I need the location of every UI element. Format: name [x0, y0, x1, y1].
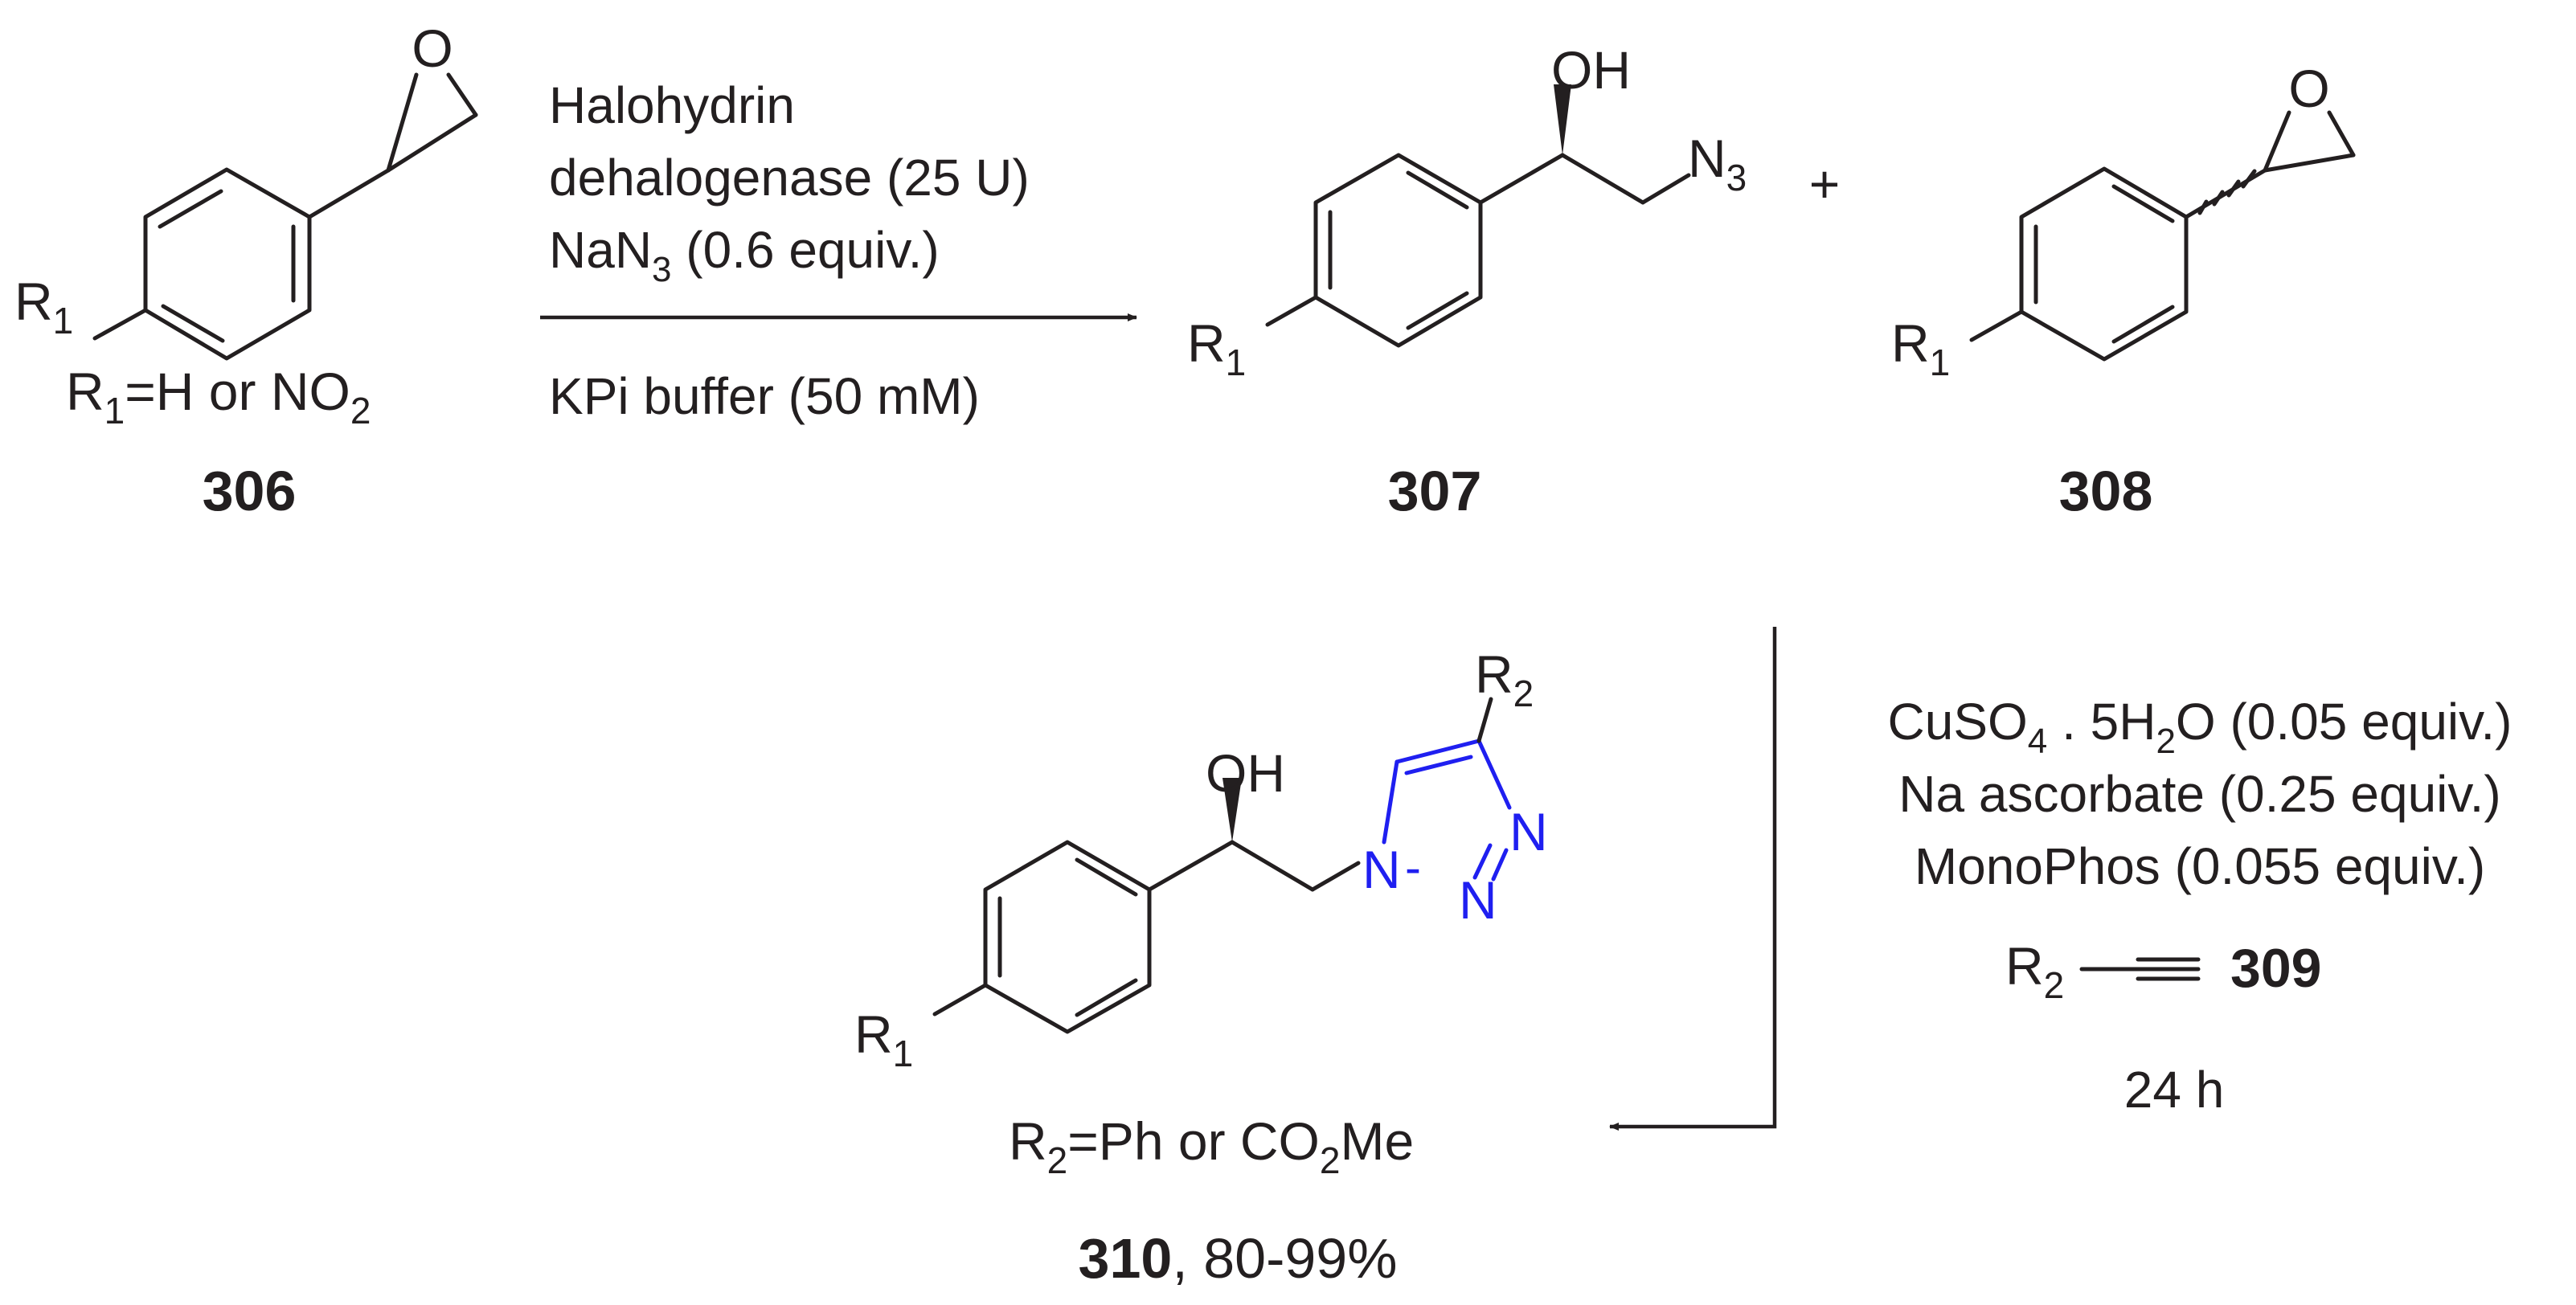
- r2-label-310: R2: [1475, 644, 1534, 714]
- compound-number-310-with-yield: 310, 80-99%: [1079, 1227, 1398, 1290]
- step1-condition-line2: dehalogenase (25 U): [549, 149, 1030, 207]
- step2-condition-line1: CuSO4 . 5H2O (0.05 equiv.): [1888, 693, 2513, 761]
- bond-ring-to-carbinol-310: [1147, 840, 1235, 892]
- benzene-ring-310: [983, 840, 1152, 1034]
- bond-ring-to-r1-308: [1969, 309, 2024, 342]
- bond-ring-to-epoxide-308: [2184, 168, 2267, 219]
- bond-ch2-to-azide-307: [1640, 173, 1691, 205]
- alkyne-reagent-309: R2 309: [2005, 936, 2321, 1006]
- bond-ring-to-r1-307: [1265, 295, 1318, 327]
- epoxide-oxygen-308: O: [2288, 59, 2329, 118]
- hashed-wedge-308: [2197, 169, 2257, 215]
- plus-sign: +: [1809, 154, 1841, 214]
- epoxide-oxygen-306: O: [412, 18, 453, 78]
- bond-carbinol-to-ch2-307: [1560, 153, 1645, 205]
- step1-condition-line3: NaN3 (0.6 equiv.): [549, 221, 940, 289]
- triazole-n3-label: N: [1509, 802, 1548, 861]
- benzene-ring-307: [1313, 153, 1483, 348]
- hydroxyl-label-307: OH: [1551, 40, 1631, 100]
- step1-condition-line1: Halohydrin: [549, 76, 795, 134]
- reaction-step-1: Halohydrin dehalogenase (25 U) NaN3 (0.6…: [540, 76, 1137, 425]
- triazole-dash: -: [1405, 841, 1421, 894]
- bond-ring-to-r1-310: [932, 983, 988, 1017]
- step2-time: 24 h: [2124, 1061, 2225, 1119]
- substituent-definition-306: R1=H or NO2: [66, 362, 371, 432]
- wedge-bond-oh-307: [1554, 84, 1571, 155]
- compound-number-309: 309: [2230, 938, 2321, 999]
- substituent-definition-310: R2=Ph or CO2Me: [1009, 1111, 1414, 1181]
- step2-arrow: [1609, 627, 1777, 1131]
- r1-label-306: R1: [14, 272, 73, 342]
- bond-ring-to-carbinol-307: [1478, 153, 1565, 205]
- reaction-step-2: CuSO4 . 5H2O (0.05 equiv.) Na ascorbate …: [1609, 627, 2513, 1131]
- benzene-ring-306: [143, 167, 312, 361]
- bond-ring-to-epoxide-306: [307, 168, 391, 219]
- compound-306: O R1 R1=H or NO2 306: [14, 18, 478, 522]
- triazole-ring-310: [1382, 738, 1512, 882]
- azide-label-307: N3: [1688, 129, 1747, 198]
- r1-label-307: R1: [1187, 313, 1246, 383]
- benzene-ring-308: [2019, 166, 2189, 362]
- epoxide-ring-308: [2263, 110, 2356, 173]
- triazole-n1-label: N: [1362, 840, 1401, 899]
- step2-condition-line2: Na ascorbate (0.25 equiv.): [1898, 765, 2500, 823]
- compound-number-307: 307: [1388, 460, 1482, 522]
- compound-310: OH R2 N - N N R1 R2=Ph or CO2Me 310, 80-…: [854, 644, 1548, 1290]
- compound-308: O R1 308: [1891, 59, 2356, 522]
- r1-label-310: R1: [854, 1004, 913, 1074]
- hydroxyl-label-310: OH: [1206, 743, 1285, 803]
- compound-number-306: 306: [203, 460, 297, 522]
- step1-condition-below: KPi buffer (50 mM): [549, 367, 980, 425]
- compound-number-308: 308: [2059, 460, 2153, 522]
- bond-ch2-to-triazole-310: [1310, 861, 1361, 892]
- bond-ring-to-r1-306: [92, 308, 148, 341]
- triazole-n2-label: N: [1459, 870, 1497, 930]
- compound-307: OH N3 R1 307: [1187, 40, 1747, 522]
- step2-condition-line3: MonoPhos (0.055 equiv.): [1915, 837, 2485, 895]
- bond-triazole-to-r2-310: [1476, 697, 1493, 743]
- wedge-bond-oh-310: [1222, 778, 1242, 842]
- epoxide-ring-306: [386, 72, 478, 173]
- bond-carbinol-to-ch2-310: [1230, 840, 1315, 892]
- alkyne-r2-label: R2: [2005, 936, 2064, 1006]
- r1-label-308: R1: [1891, 313, 1950, 383]
